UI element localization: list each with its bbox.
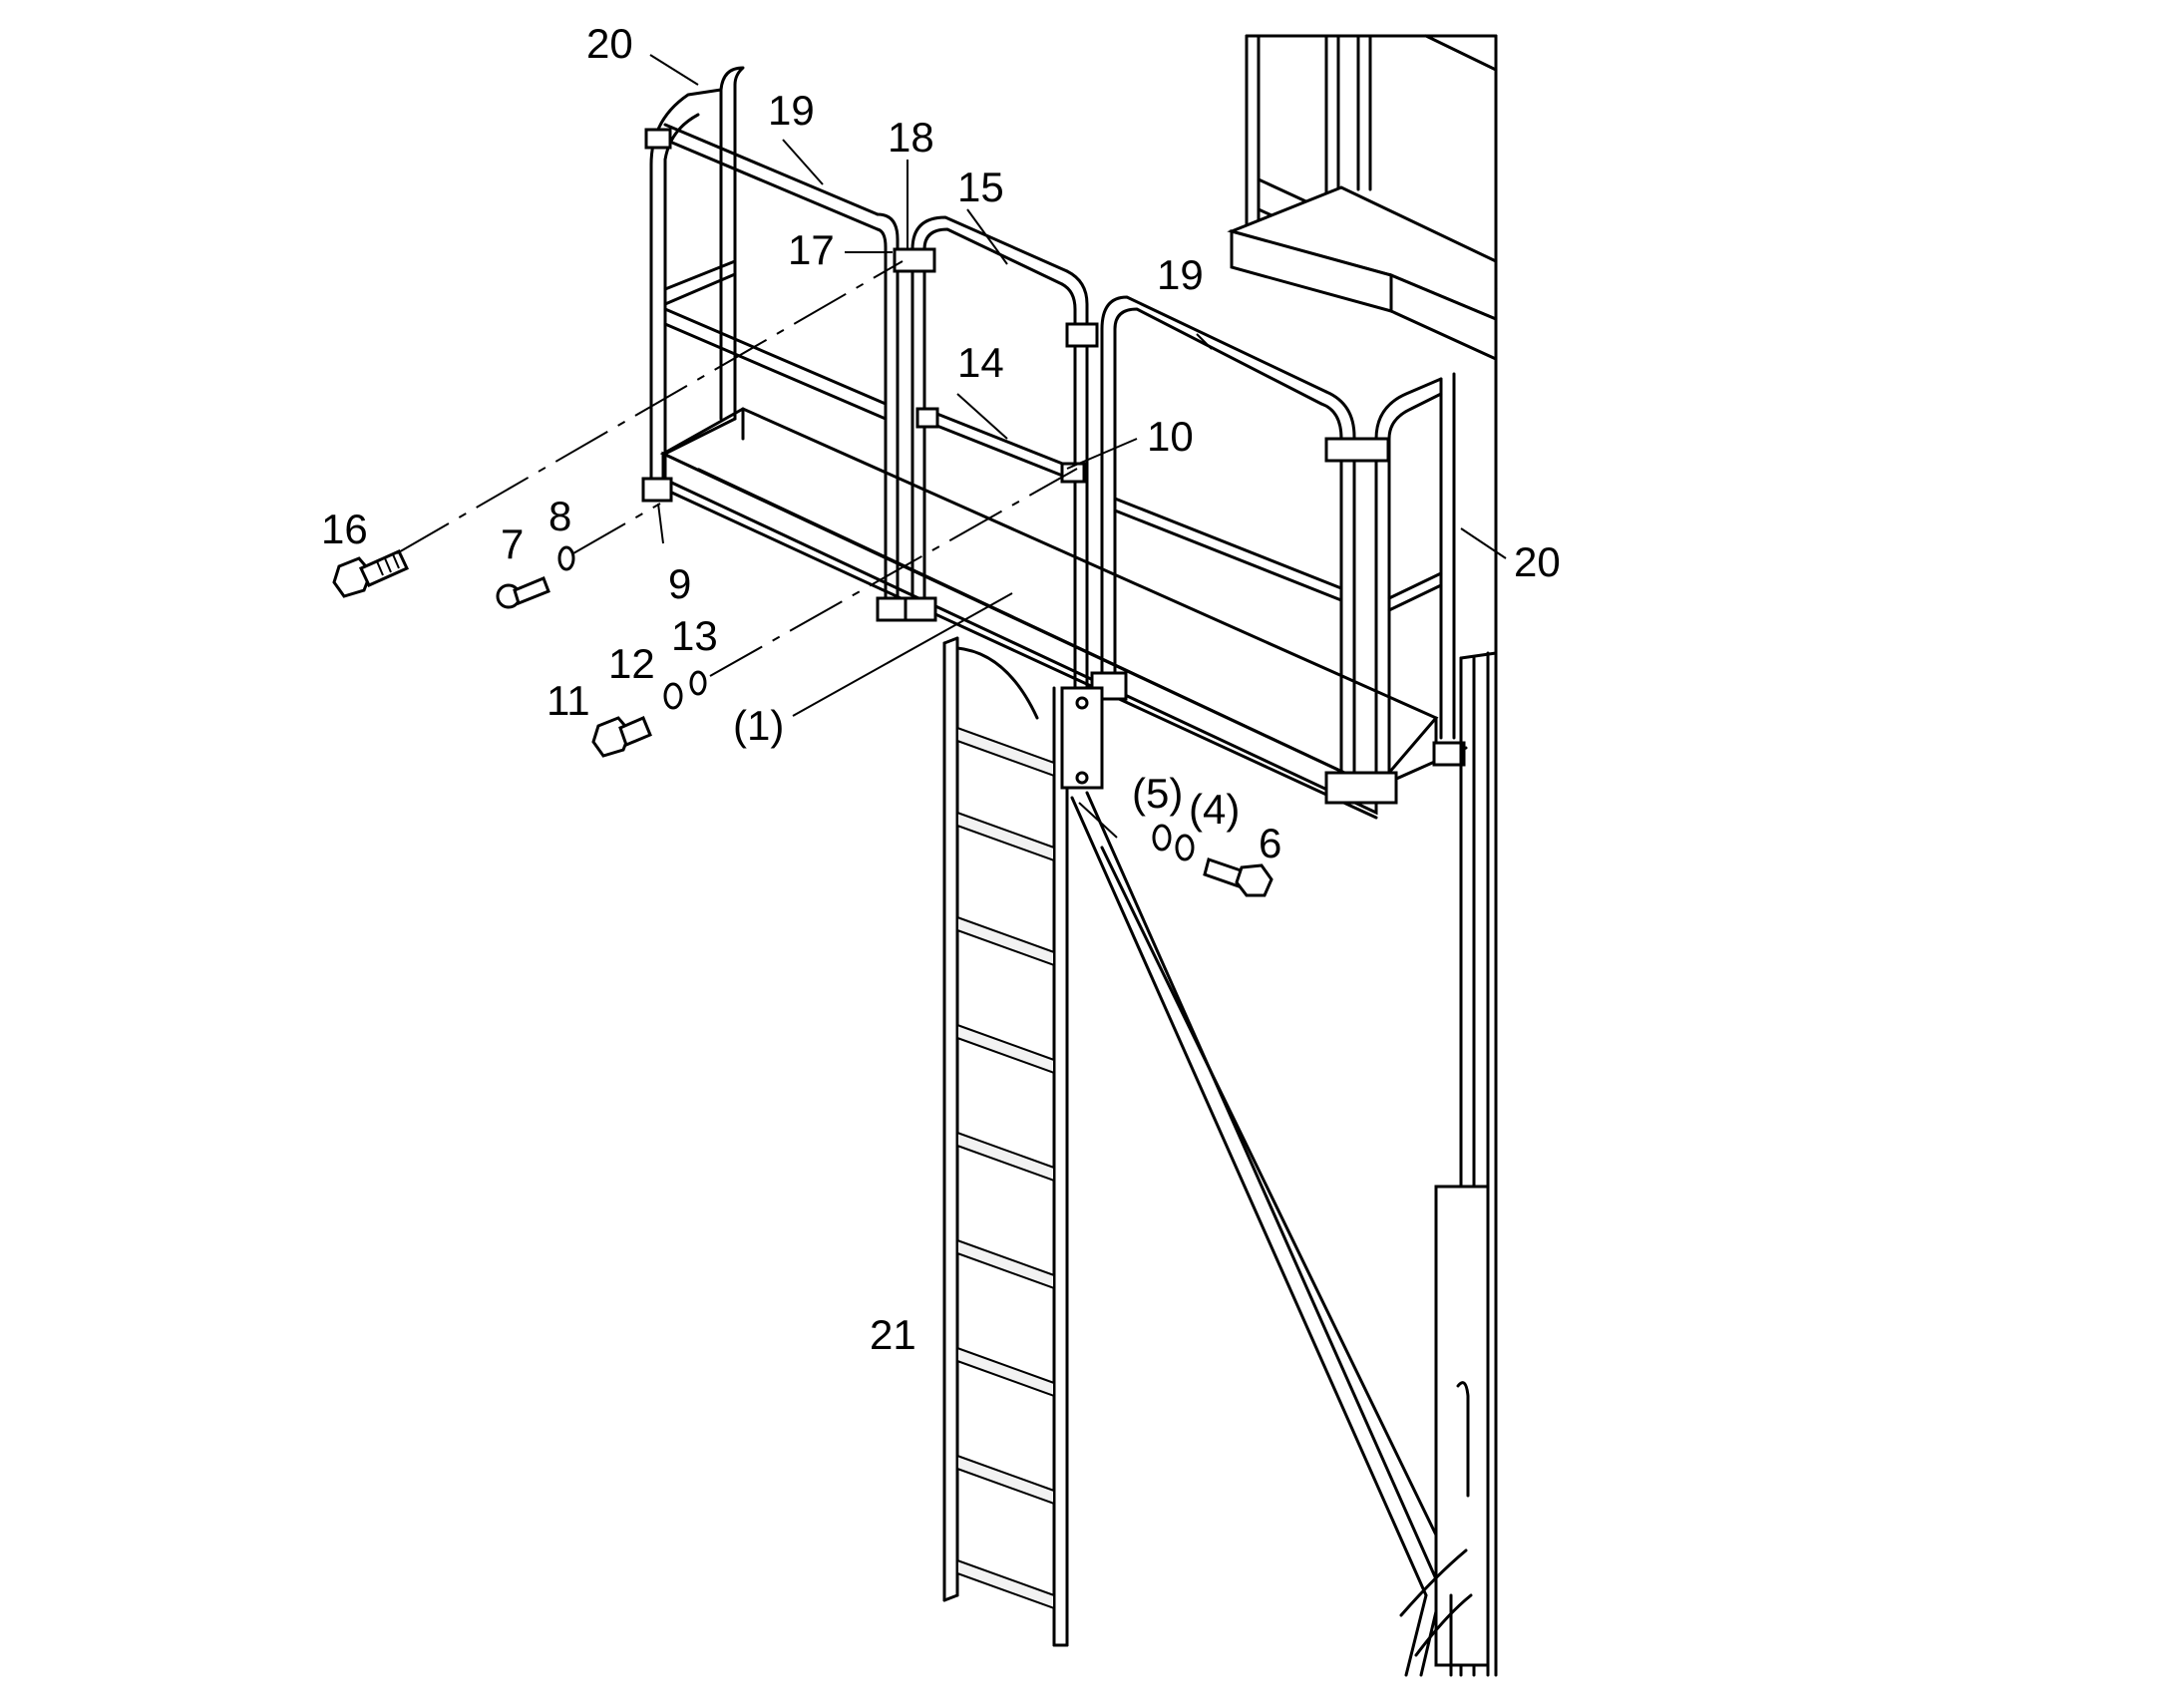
callout-21: 21 (870, 1311, 916, 1358)
callout-6: 6 (1259, 820, 1281, 866)
ladder (942, 636, 1104, 1647)
washer-4 (1175, 834, 1195, 861)
washer-8 (557, 545, 575, 571)
callout-19-right: 19 (1157, 251, 1204, 298)
callout-16: 16 (321, 506, 368, 552)
diagonal-brace (1070, 791, 1448, 1677)
callout-20-upper-left: 20 (586, 20, 633, 67)
callout-5: (5) (1132, 770, 1183, 817)
ladder-rungs (956, 726, 1055, 1610)
bolt-16 (332, 549, 410, 598)
bolt-6 (1203, 857, 1273, 897)
platform-deck (659, 407, 1468, 820)
right-railing (1090, 295, 1466, 805)
leader-lines (649, 54, 1507, 839)
callout-13: 13 (671, 612, 718, 659)
screw-7 (496, 576, 550, 609)
callout-1: (1) (733, 702, 784, 749)
callout-12: 12 (608, 640, 655, 687)
callout-8: 8 (548, 493, 571, 539)
callout-10: 10 (1147, 413, 1194, 460)
washer-13 (689, 670, 707, 696)
callout-17: 17 (788, 226, 835, 273)
callout-labels: 20 19 18 15 17 19 14 10 16 7 8 9 20 13 1… (321, 20, 1561, 1358)
washer-12 (663, 682, 683, 710)
support-column (1399, 651, 1498, 1677)
callout-4: (4) (1189, 786, 1240, 833)
callout-9: 9 (668, 560, 691, 607)
callout-15: 15 (957, 164, 1004, 210)
callout-11: 11 (546, 677, 590, 724)
callout-18: 18 (888, 114, 934, 161)
left-railing (641, 66, 900, 600)
callout-19-left: 19 (768, 87, 815, 134)
assembly-centerlines (396, 260, 1078, 677)
callout-7: 7 (501, 520, 524, 567)
callout-20-right: 20 (1514, 538, 1561, 585)
bolt-11 (591, 716, 652, 758)
callout-14: 14 (957, 339, 1004, 386)
upper-structure (1227, 34, 1498, 700)
fasteners (332, 545, 1273, 897)
washer-5 (1152, 824, 1172, 852)
middle-railing (876, 215, 1099, 690)
